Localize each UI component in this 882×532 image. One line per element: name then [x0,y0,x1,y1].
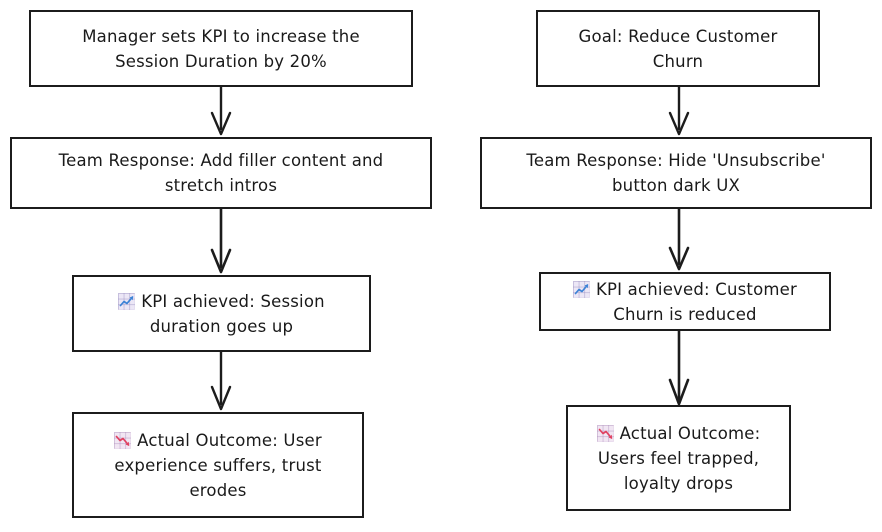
chart-increasing-icon [118,292,136,310]
node-line-2: experience suffers, trust [114,455,322,475]
chart-decreasing-icon [114,431,132,449]
node-line-1: Goal: Reduce Customer [578,26,778,46]
team-response-filler-node[interactable]: Team Response: Add filler content and str… [10,137,432,209]
node-label: Actual Outcome: User experience suffers, … [80,428,356,503]
node-line-2: button dark UX [611,176,741,195]
node-line-1: KPI achieved: Customer [596,279,797,299]
arrow-left-2-to-3 [210,209,232,274]
actual-outcome-loyalty-node[interactable]: Actual Outcome: Users feel trapped, loyalt… [566,405,791,511]
node-label: KPI achieved: Session duration goes up [80,289,363,339]
node-line-3: erodes [189,480,247,500]
node-line-1: KPI achieved: Session [141,291,325,311]
arrow-right-3-to-4 [668,331,690,406]
node-line-2: duration goes up [149,316,294,336]
team-response-unsubscribe-node[interactable]: Team Response: Hide 'Unsubscribe' button … [480,137,872,209]
node-line-1: Team Response: Hide 'Unsubscribe' [526,151,826,170]
node-label: Team Response: Hide 'Unsubscribe' button … [488,148,864,198]
arrow-left-3-to-4 [210,352,232,411]
node-line-1: Actual Outcome: [619,423,761,443]
node-line-1: Team Response: Add filler content and [58,151,384,170]
node-line-3: loyalty drops [623,473,734,493]
arrow-right-1-to-2 [668,87,690,136]
arrow-right-2-to-3 [668,209,690,271]
node-line-2: Session Duration by 20% [115,51,327,71]
arrow-left-1-to-2 [210,87,232,136]
node-line-2: Churn is reduced [613,304,757,324]
node-label: Actual Outcome: Users feel trapped, loyalt… [574,421,783,496]
node-line-2: stretch intros [164,176,278,195]
node-label: Team Response: Add filler content and str… [18,148,424,198]
node-line-2: Churn [652,51,704,71]
actual-outcome-ux-node[interactable]: Actual Outcome: User experience suffers, … [72,412,364,518]
chart-increasing-icon [573,280,590,298]
node-line-1: Actual Outcome: User [137,430,322,450]
node-line-1: Manager sets KPI to increase the [82,26,360,46]
kpi-achieved-session-node[interactable]: KPI achieved: Session duration goes up [72,275,371,352]
node-line-2: Users feel trapped, [597,448,760,468]
chart-decreasing-icon [596,424,614,442]
